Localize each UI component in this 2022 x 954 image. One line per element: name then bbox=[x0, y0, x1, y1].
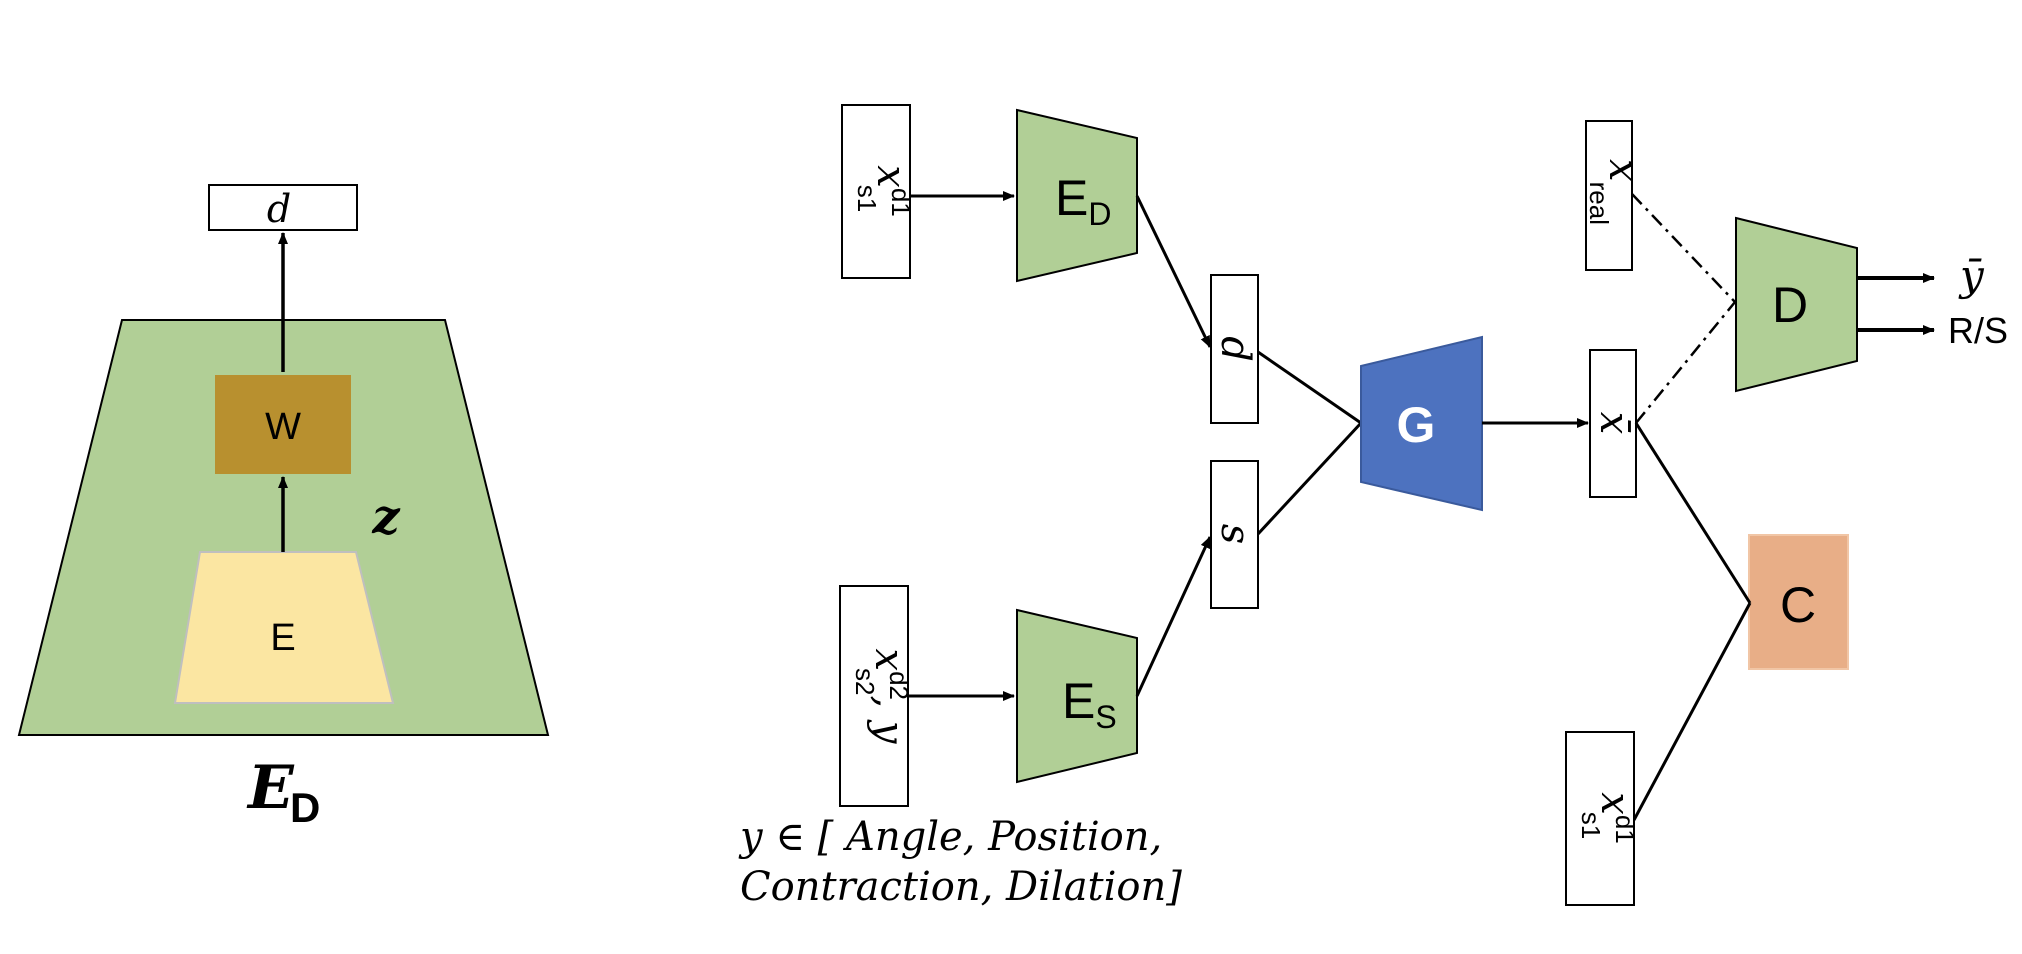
dashdot-xreal-to-d bbox=[1631, 193, 1736, 303]
input-x-s1-d1-top-label: xd1s1 bbox=[852, 165, 916, 216]
encoder-detail: E W d z E D bbox=[17, 184, 550, 831]
input-x-s1-d1-top: xd1s1 bbox=[841, 104, 916, 279]
generated-x-label: x̄ bbox=[1591, 412, 1637, 435]
input-x-s1-d1-top-box bbox=[841, 104, 911, 279]
output-ybar-label: ȳ bbox=[1958, 251, 1985, 300]
input-x-s1-d1-bottom-label: xd1s1 bbox=[1576, 792, 1640, 843]
latent-d-label: d bbox=[1212, 336, 1258, 362]
line-s-to-g bbox=[1256, 421, 1363, 536]
z-label: z bbox=[371, 489, 401, 545]
input-x-real-label: xreal bbox=[1584, 159, 1646, 225]
input-x-s1-d1-bottom: xd1s1 bbox=[1565, 731, 1640, 906]
latent-s-box bbox=[1210, 460, 1259, 609]
encoder-es-label: ES bbox=[1062, 673, 1117, 735]
latent-d-box bbox=[1210, 274, 1259, 424]
footnote-line1: y ∈ [ Angle, Position, bbox=[738, 814, 1162, 860]
w-block-label: W bbox=[265, 406, 301, 448]
classifier-label: C bbox=[1780, 577, 1816, 633]
encoder-es-block: ES bbox=[1016, 608, 1138, 784]
generator-block: G bbox=[1360, 335, 1483, 512]
generator-trapezoid bbox=[1360, 335, 1483, 512]
footnote-line2: Contraction, Dilation] bbox=[740, 864, 1182, 910]
input-x-real: xreal bbox=[1584, 120, 1646, 271]
ed-caption-sub: D bbox=[290, 784, 320, 831]
input-x-s2-d2-y-label: xd2s2, y bbox=[850, 649, 914, 745]
latent-d: d bbox=[1210, 274, 1259, 424]
dashdot-xbar-to-d bbox=[1635, 301, 1736, 424]
classifier-block: C bbox=[1748, 534, 1849, 670]
input-x-s1-d1-bottom-box bbox=[1565, 731, 1635, 906]
output-rs-label: R/S bbox=[1948, 310, 2008, 351]
encoder-ed-block: ED bbox=[1016, 108, 1138, 283]
ed-caption-main: E bbox=[246, 753, 295, 823]
encoder-e-trapezoid bbox=[173, 551, 395, 704]
generator-label: G bbox=[1397, 397, 1436, 453]
encoder-ed-label: ED bbox=[1055, 170, 1111, 232]
latent-s-label: s bbox=[1212, 524, 1258, 545]
discriminator-trapezoid bbox=[1735, 216, 1858, 393]
d-output-box bbox=[208, 184, 358, 231]
line-d-to-g bbox=[1257, 350, 1362, 425]
generated-x-box bbox=[1589, 349, 1637, 498]
d-output-label: d bbox=[267, 187, 291, 231]
arrow-ed-to-d bbox=[1135, 195, 1212, 348]
encoder-ed-trapezoid bbox=[1016, 108, 1138, 283]
ed-caption: E bbox=[246, 753, 295, 823]
line-xbar-to-c bbox=[1634, 422, 1752, 604]
discriminator-label: D bbox=[1772, 277, 1808, 333]
input-x-s2-d2-y: xd2s2, y bbox=[839, 585, 914, 807]
encoder-es-trapezoid bbox=[1016, 608, 1138, 784]
encoder-e-label: E bbox=[270, 617, 295, 659]
w-block bbox=[215, 375, 351, 474]
arrow-es-to-s bbox=[1135, 536, 1212, 697]
discriminator-block: D bbox=[1735, 216, 1858, 393]
generated-x: x̄ bbox=[1589, 349, 1637, 498]
latent-s: s bbox=[1210, 460, 1259, 609]
line-x3-to-c bbox=[1632, 602, 1752, 821]
input-x-real-box bbox=[1585, 120, 1633, 271]
